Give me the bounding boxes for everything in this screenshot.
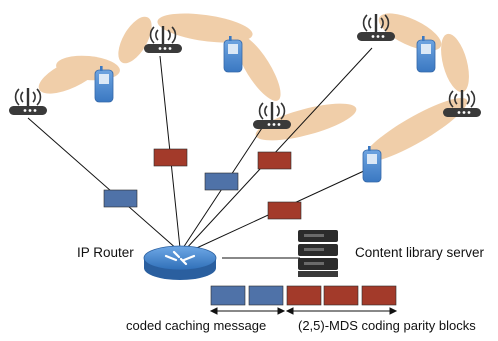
parity-block-red [153, 148, 188, 167]
connection-line [184, 47, 373, 251]
coded-block-blue [103, 189, 138, 208]
link-ellipse [157, 13, 253, 43]
mobile-phone-icon [223, 35, 243, 73]
ip-router-icon [143, 245, 217, 280]
coded-block-blue [248, 285, 284, 306]
link-ellipse [441, 33, 469, 93]
mobile-phone-icon [94, 65, 114, 103]
link-ellipse [362, 97, 468, 163]
parity-block-red [323, 285, 359, 306]
server-icon [298, 230, 338, 277]
ip-router-label: IP Router [77, 245, 134, 260]
parity-block-red [267, 201, 302, 220]
mobile-phone-icon [416, 35, 436, 73]
coded-block-blue [204, 172, 239, 191]
parity-block-red [361, 285, 397, 306]
bracket-arrows [209, 307, 398, 315]
content-library-server-label: Content library server [355, 245, 485, 260]
link-ellipse [235, 35, 281, 101]
block-sequence [210, 285, 397, 306]
connection-line [27, 117, 179, 251]
mobile-phone-icon [362, 145, 382, 183]
link-ellipse [255, 103, 357, 141]
coded-caching-message-label: coded caching message [126, 318, 266, 333]
coded-block-blue [210, 285, 246, 306]
transit-blocks [103, 148, 302, 220]
wifi-access-point-icon [8, 87, 48, 116]
mds-parity-blocks-label: (2,5)-MDS coding parity blocks [298, 318, 476, 333]
parity-block-red [257, 151, 292, 170]
parity-block-red [286, 285, 322, 306]
wireless-link-ellipses [38, 13, 469, 163]
link-ellipse [118, 16, 152, 64]
